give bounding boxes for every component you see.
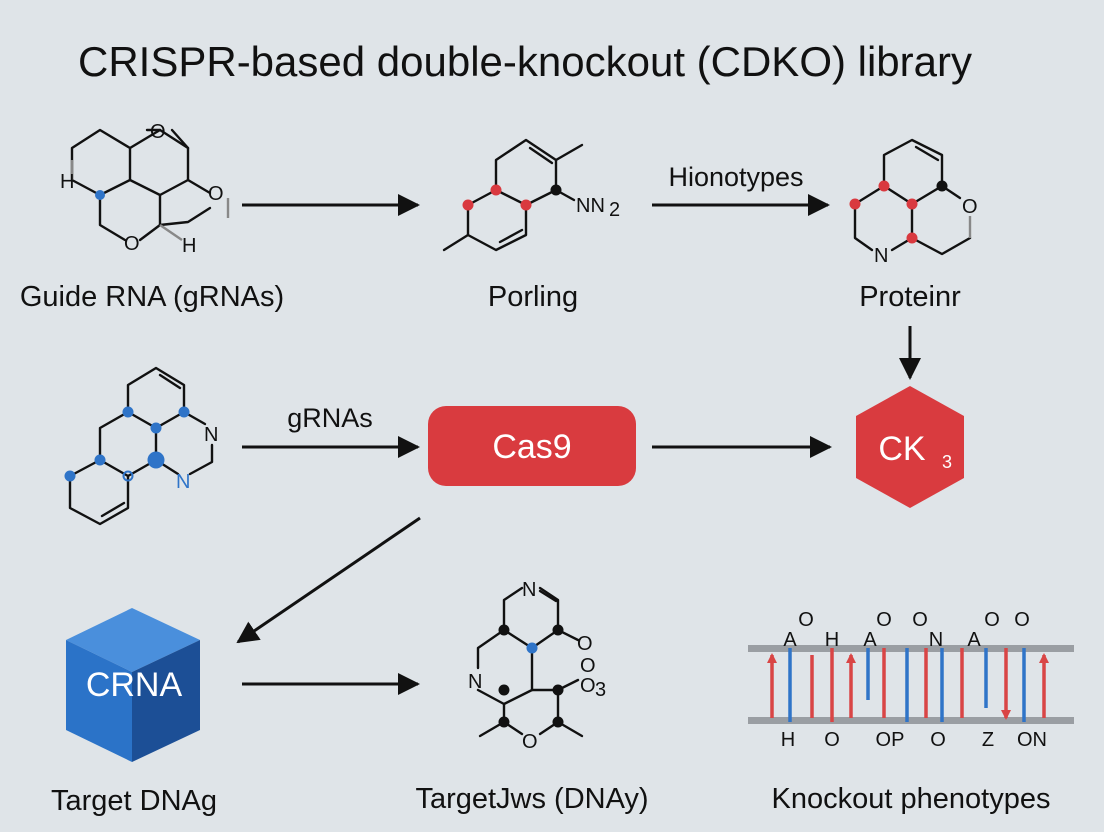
atom-label-subscript: 2: [609, 199, 620, 221]
atom-dot: [498, 716, 510, 728]
atom-label-n: N: [204, 424, 218, 446]
atom-label-o: O: [150, 121, 166, 143]
node-ck3: CK 3: [856, 386, 964, 508]
dna-base-label: OP: [876, 729, 905, 751]
atom-label-h: H: [182, 235, 196, 257]
atom-dot: [95, 190, 105, 200]
atom-dot: [550, 184, 562, 196]
atom-dot: [936, 180, 948, 192]
molecule-porling: NN 2: [442, 138, 620, 252]
dna-base-label: O: [912, 609, 928, 631]
atom-dot: [64, 470, 76, 482]
dna-strand-top: [748, 645, 1074, 652]
molecule-guide-rna: O H O O H: [60, 121, 230, 257]
atom-dot: [147, 451, 165, 469]
dna-base-label: ON: [1017, 729, 1047, 751]
atom-label-o: O: [580, 675, 596, 697]
dna-rungs: [767, 648, 1049, 722]
atom-label-o: O: [208, 183, 224, 205]
molecule-grnas: N N: [64, 366, 218, 526]
atom-label-o: O: [577, 633, 593, 655]
arrow-cas9-to-crna: [236, 516, 421, 644]
ck-subscript: 3: [942, 452, 952, 472]
dna-base-label: O: [824, 729, 840, 751]
cas9-label: Cas9: [492, 428, 571, 466]
dna-base-label: A: [783, 629, 797, 651]
dna-rung-arrowhead: [767, 653, 777, 663]
dna-base-label: H: [781, 729, 795, 751]
atom-dot: [552, 624, 564, 636]
dna-bottom-letters: H O OP O Z ON: [781, 729, 1047, 751]
dna-base-label: N: [929, 629, 943, 651]
atom-label-h: H: [60, 171, 74, 193]
cube-front: [66, 640, 132, 762]
node-crna-cube: CRNA: [66, 608, 200, 762]
atom-dot: [490, 184, 502, 196]
atom-label-n: N: [874, 245, 888, 267]
dna-rung-arrowhead: [846, 653, 856, 663]
atom-dot: [150, 422, 162, 434]
molecule-target-jws: N N O O O 3 O: [468, 579, 606, 753]
cube-side: [132, 640, 200, 762]
atom-dot: [526, 642, 538, 654]
arrow-label-grnas: gRNAs: [287, 403, 373, 433]
atom-dot: [94, 454, 106, 466]
ck-label: CK: [878, 430, 926, 468]
atom-dot: [122, 406, 134, 418]
arrow-label-hionotypes: Hionotypes: [668, 162, 803, 192]
atom-dot: [878, 180, 890, 192]
crna-label: CRNA: [86, 666, 183, 704]
atom-label-n: N: [522, 579, 536, 601]
atom-dot: [849, 198, 861, 210]
atom-dot: [906, 232, 918, 244]
atom-dot: [552, 684, 564, 696]
atom-label-o: O: [124, 233, 140, 255]
label-target-dna: Target DNAg: [51, 785, 217, 817]
atom-dot: [462, 199, 474, 211]
dna-base-label: Z: [982, 729, 994, 751]
atom-dot: [122, 470, 134, 482]
molecule-proteinr: O N: [849, 138, 978, 267]
atom-label-nn: NN: [576, 195, 605, 217]
dna-rung-arrowhead: [1001, 710, 1011, 720]
atom-dot: [552, 716, 564, 728]
label-knockout-phenotypes: Knockout phenotypes: [772, 783, 1051, 815]
diagram-title: CRISPR-based double-knockout (CDKO) libr…: [78, 38, 972, 85]
dna-base-label: O: [798, 609, 814, 631]
dna-base-label: O: [1014, 609, 1030, 631]
dna-base-label: H: [825, 629, 839, 651]
atom-label-subscript: 3: [595, 679, 606, 701]
dna-strand-bottom: [748, 717, 1074, 724]
atom-label-n: N: [468, 671, 482, 693]
label-proteinr: Proteinr: [859, 281, 961, 313]
label-guide-rna: Guide RNA (gRNAs): [20, 281, 284, 313]
dna-base-label: O: [876, 609, 892, 631]
cas9-box: [428, 406, 636, 486]
dna-base-label: A: [967, 629, 981, 651]
dna-base-label: O: [930, 729, 946, 751]
atom-dot: [178, 406, 190, 418]
atom-label-o: O: [522, 731, 538, 753]
atom-label-o: O: [962, 196, 978, 218]
cube-top: [66, 608, 200, 672]
ck-hexagon: [856, 386, 964, 508]
atom-label-n: N: [176, 471, 190, 493]
atom-dot: [498, 624, 510, 636]
label-porling: Porling: [488, 281, 578, 313]
dna-base-label: A: [863, 629, 877, 651]
label-target-jws: TargetJws (DNAy): [415, 783, 648, 815]
atom-dot: [520, 199, 532, 211]
atom-dot: [498, 684, 510, 696]
dna-rung-arrowhead: [1039, 653, 1049, 663]
atom-dot: [906, 198, 918, 210]
node-cas9: Cas9: [428, 406, 636, 486]
atom-label-o: O: [580, 655, 596, 677]
dna-base-label: O: [984, 609, 1000, 631]
